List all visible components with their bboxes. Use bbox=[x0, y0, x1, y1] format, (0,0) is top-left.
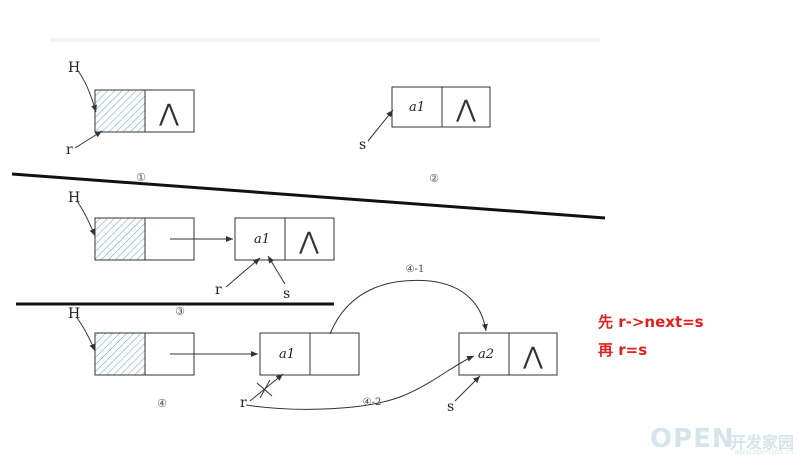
annotation-line-1: 先 r->next=s bbox=[598, 313, 704, 331]
pointer-h-4 bbox=[76, 317, 96, 352]
pointer-s-2 bbox=[367, 109, 394, 142]
label-r-1: r bbox=[66, 142, 73, 158]
watermark-brand: OPEN bbox=[650, 424, 735, 454]
null-icon: ⋀ bbox=[522, 342, 543, 370]
label-s-2: s bbox=[359, 137, 366, 153]
link-step-4-1 bbox=[329, 279, 488, 335]
node-a2-step4: a2 ⋀ bbox=[458, 332, 558, 376]
step-4-2-marker: ④-2 bbox=[363, 397, 382, 408]
pointer-r-4-old bbox=[249, 373, 284, 402]
node-a1-step4: a1 bbox=[259, 332, 360, 376]
step-4-1-marker: ④-1 bbox=[406, 264, 425, 275]
null-icon: ⋀ bbox=[298, 227, 319, 255]
head-node-1: ⋀ bbox=[94, 89, 195, 133]
pointer-r-1 bbox=[74, 130, 103, 149]
pointer-s-3 bbox=[267, 255, 286, 285]
step-4-marker: ④ bbox=[157, 397, 167, 410]
node-value: a1 bbox=[279, 347, 295, 362]
node-value: a1 bbox=[254, 232, 270, 247]
step-2-marker: ② bbox=[429, 172, 439, 185]
step-3-marker: ③ bbox=[175, 305, 185, 318]
label-s-4: s bbox=[447, 399, 454, 415]
link-step-4-2 bbox=[245, 355, 475, 410]
null-icon: ⋀ bbox=[158, 99, 179, 127]
pointer-r-3 bbox=[225, 257, 261, 288]
watermark-cn: 开发家园 bbox=[730, 433, 795, 452]
divider-1 bbox=[11, 172, 606, 220]
node-value: a1 bbox=[409, 100, 425, 115]
pointer-s-4 bbox=[454, 375, 481, 402]
node-a1-step2: a1 ⋀ bbox=[391, 86, 491, 128]
label-r-3: r bbox=[215, 282, 222, 298]
label-r-4: r bbox=[240, 395, 247, 411]
watermark-url: www.opengps.cn bbox=[734, 448, 794, 456]
null-icon: ⋀ bbox=[455, 95, 476, 123]
node-a1-step3: a1 ⋀ bbox=[234, 217, 335, 261]
cross-mark bbox=[259, 379, 271, 399]
pointer-h-1 bbox=[77, 70, 97, 113]
annotation-line-2: 再 r=s bbox=[598, 341, 648, 359]
label-h-1: H bbox=[68, 60, 80, 76]
node-value: a2 bbox=[478, 347, 494, 362]
label-s-3: s bbox=[283, 286, 290, 302]
pointer-h-3 bbox=[76, 200, 96, 237]
step-1-marker: ① bbox=[136, 171, 146, 184]
